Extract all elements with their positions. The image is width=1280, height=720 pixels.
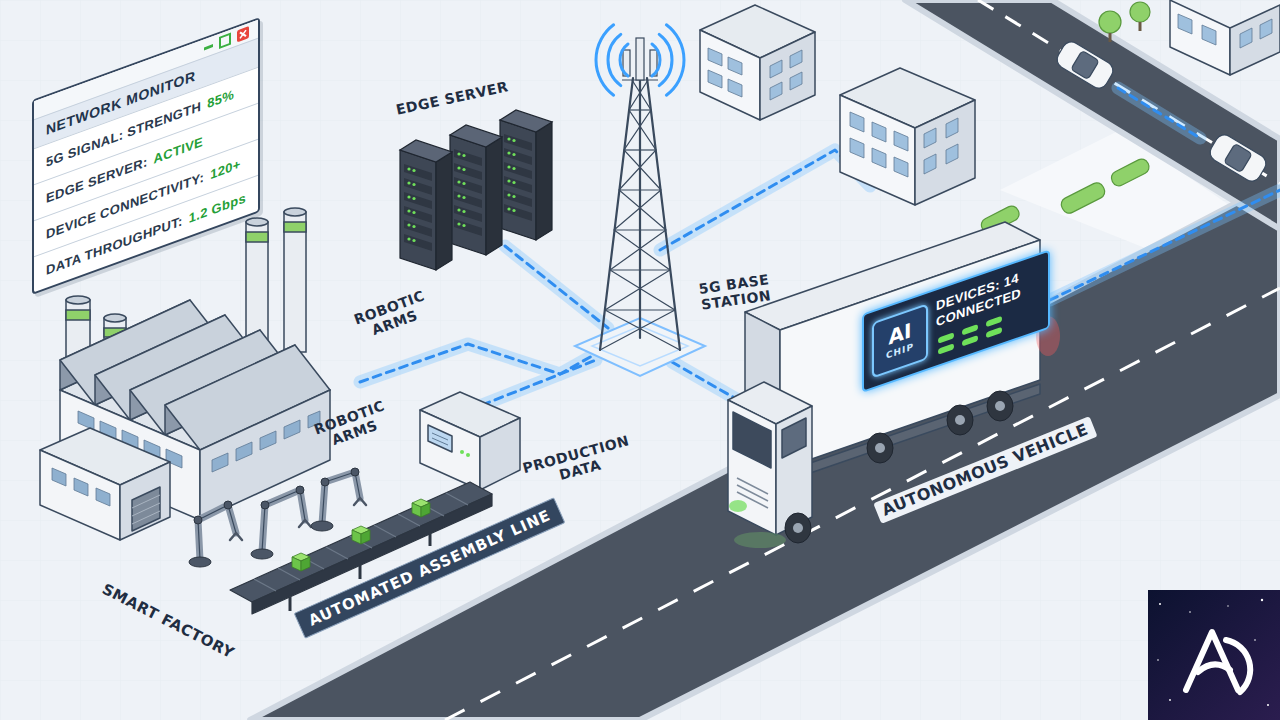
vehicle-screen: DEVICES: 14 CONNECTEDAICHIP — [862, 249, 1050, 393]
metric-value: 120+ — [210, 156, 240, 182]
device-count: DEVICES: 14 CONNECTED — [936, 263, 1040, 330]
close-button — [237, 26, 249, 42]
part-label: ROBOTIC ARMS — [344, 284, 440, 345]
metric-value: ACTIVE — [154, 134, 203, 167]
status-dot — [938, 333, 954, 345]
monitor-panel: NETWORK MONITOR5G SIGNAL: STRENGTH85%EDG… — [32, 17, 260, 295]
minimize-button — [204, 44, 213, 50]
metric-name: DEVICE CONNECTIVITY: — [46, 169, 204, 242]
ai-chip: AICHIP — [872, 303, 928, 378]
part-label: SMART FACTORY — [99, 581, 237, 663]
status-dot — [938, 344, 954, 356]
part-label: ROBOTIC ARMS — [304, 394, 400, 455]
part-label: AUTONOMOUS VEHICLE — [873, 416, 1097, 524]
assembly-band: AUTOMATED ASSEMBLY LINE — [294, 497, 566, 639]
maximize-button — [220, 34, 230, 48]
close-cross — [240, 30, 246, 38]
status-dot — [986, 316, 1002, 328]
text-column: DEVICES: 14 CONNECTED — [936, 263, 1040, 358]
part-label: EDGE SERVER — [394, 78, 509, 117]
metric-value: 85% — [207, 86, 234, 111]
band-label: AUTOMATED ASSEMBLY LINE — [306, 506, 554, 630]
status-dot — [962, 335, 978, 347]
part-label: PRODUCTION DATA — [517, 431, 639, 493]
metric-value: 1.2 Gbps — [189, 190, 246, 226]
part-label: 5G BASE STATION — [688, 270, 782, 314]
status-dot — [986, 327, 1002, 339]
status-dot — [962, 324, 978, 336]
